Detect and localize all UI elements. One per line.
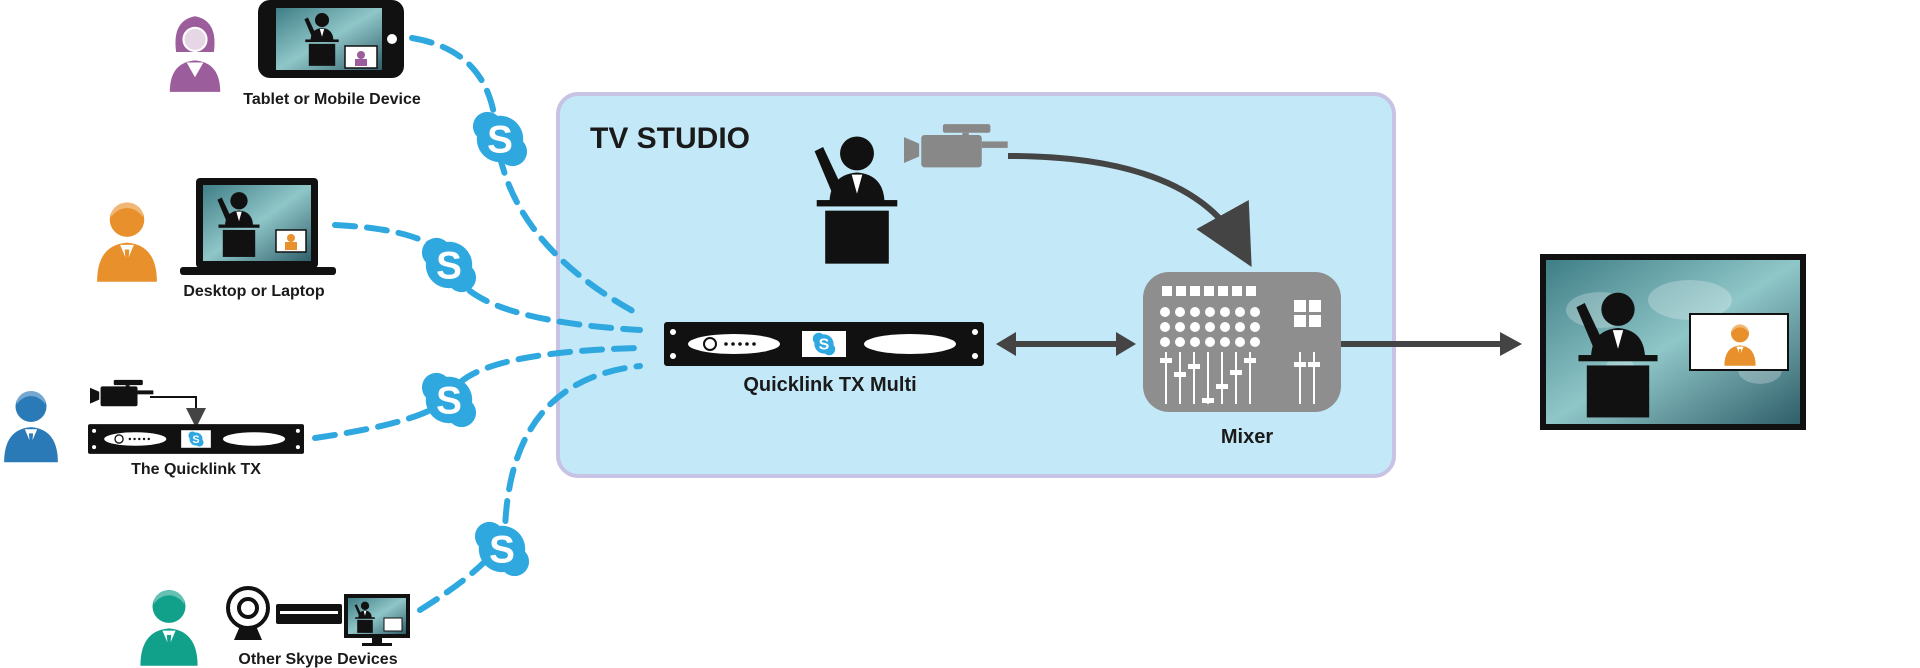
skype-icon-quicklink-tx — [421, 372, 477, 428]
tv-studio-title: TV STUDIO — [590, 122, 750, 155]
mobile-device-icon — [258, 0, 404, 78]
skype-icon-mobile — [472, 111, 528, 167]
source-quicklink-tx: The Quicklink TX — [4, 379, 304, 478]
skype-icon-laptop — [421, 237, 477, 293]
tx-mixer-link — [996, 332, 1136, 356]
person-icon-other — [140, 588, 198, 666]
set-top-box-icon — [276, 604, 342, 624]
monitor-icon-other — [344, 594, 410, 646]
person-icon-laptop — [97, 201, 157, 282]
person-icon-mobile — [169, 16, 221, 92]
video-mixer-icon — [1143, 272, 1341, 412]
mixer-label: Mixer — [1221, 426, 1273, 448]
source-quicklink-tx-label: The Quicklink TX — [131, 461, 261, 478]
camera-to-tx-connector — [150, 396, 206, 428]
source-mobile: Tablet or Mobile Device — [169, 0, 421, 108]
video-camera-icon-quicklink-tx — [90, 379, 154, 407]
quicklink-tx-unit-icon — [88, 424, 304, 454]
laptop-icon — [180, 178, 336, 275]
source-laptop-label: Desktop or Laptop — [183, 283, 325, 300]
quicklink-tx-multi-label: Quicklink TX Multi — [743, 374, 916, 396]
mixer: Mixer — [1143, 272, 1341, 448]
tv-output-icon — [1540, 254, 1806, 430]
person-icon-quicklink-tx — [4, 389, 58, 463]
camera-to-mixer-arrow — [1007, 153, 1252, 267]
quicklink-tx-multi-unit-icon — [664, 322, 984, 366]
source-other: Other Skype Devices — [140, 586, 410, 668]
webcam-icon — [226, 586, 270, 640]
skype-icon-other — [474, 521, 530, 577]
source-mobile-label: Tablet or Mobile Device — [243, 91, 421, 108]
source-laptop: Desktop or Laptop — [97, 178, 336, 300]
mixer-to-output-arrow — [1341, 332, 1522, 356]
link-other — [417, 363, 643, 613]
quicklink-tx-multi: Quicklink TX Multi — [664, 322, 984, 396]
source-other-label: Other Skype Devices — [238, 651, 397, 668]
